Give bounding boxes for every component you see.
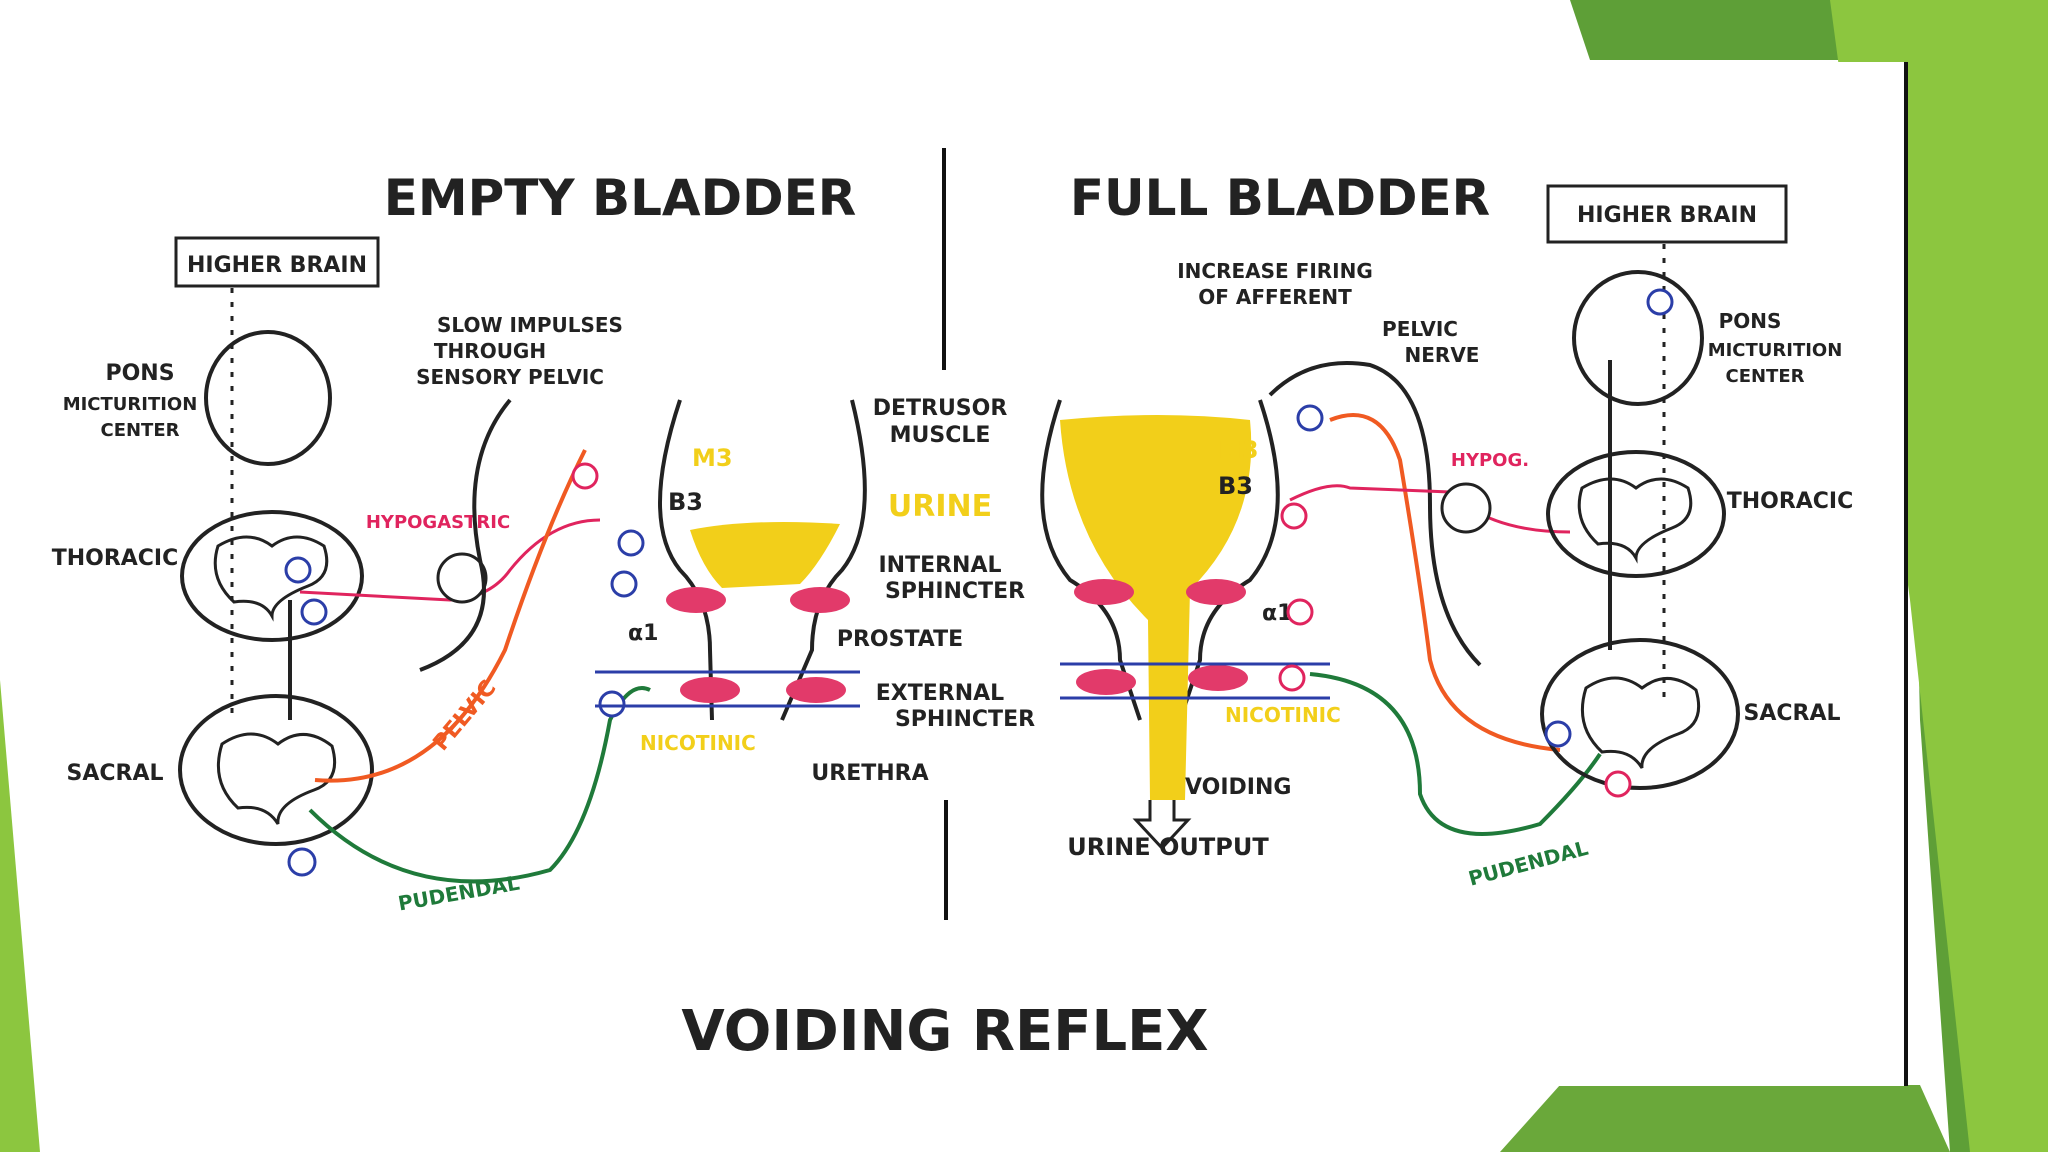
right-internal-sphincter-r xyxy=(1186,579,1246,605)
increase-firing-label-3: PELVIC xyxy=(1382,317,1458,341)
right-pons-plus-icon xyxy=(1646,288,1674,316)
left-pelvic-nerve xyxy=(314,449,587,783)
increase-firing-label-1: INCREASE FIRING xyxy=(1177,259,1373,283)
left-cns: HIGHER BRAIN PONS MICTURITION CENTER THO… xyxy=(52,236,380,877)
left-bladder xyxy=(595,399,867,721)
right-thoracic-label: THORACIC xyxy=(1727,489,1854,514)
right-voiding-arrow-icon xyxy=(1132,800,1192,851)
right-external-sphincter-r xyxy=(1188,665,1248,691)
detrusor-label-1: DETRUSOR xyxy=(873,396,1008,421)
right-external-sphincter-l xyxy=(1076,669,1136,695)
left-pons-label-3: CENTER xyxy=(100,420,179,441)
left-sacral-gray-matter xyxy=(216,732,337,825)
right-cns: HIGHER BRAIN PONS MICTURITION CENTER THO… xyxy=(1540,184,1854,798)
right-sacral-gray-matter xyxy=(1580,676,1701,769)
external-sphincter-label-1: EXTERNAL xyxy=(876,681,1004,706)
left-sacral-label: SACRAL xyxy=(66,761,163,786)
prostate-label: PROSTATE xyxy=(837,627,963,652)
left-thoracic-cord xyxy=(180,510,364,642)
right-internal-sphincter-l xyxy=(1074,579,1134,605)
left-slow-impulses-2: THROUGH xyxy=(434,339,546,363)
right-nerves: INCREASE FIRING OF AFFERENT PELVIC NERVE… xyxy=(1177,259,1602,891)
right-pelvic-nerve xyxy=(1329,413,1561,752)
urethra-label: URETHRA xyxy=(811,761,928,786)
external-sphincter-label-2: SPHINCTER xyxy=(895,707,1035,732)
left-sacral-cord xyxy=(178,694,374,846)
title-full-bladder: FULL BLADDER xyxy=(1070,169,1490,227)
left-internal-sphincter-r xyxy=(790,587,850,613)
right-bladder-wall xyxy=(1040,399,1280,721)
internal-sphincter-label-1: INTERNAL xyxy=(878,553,1001,578)
right-sympathetic-ganglion xyxy=(1440,482,1492,534)
right-higher-brain-box xyxy=(1546,184,1788,244)
detrusor-label-2: MUSCLE xyxy=(890,423,991,448)
urine-label: URINE xyxy=(888,489,992,524)
title-voiding-reflex: VOIDING REFLEX xyxy=(681,999,1208,1064)
right-sacral-minus-icon xyxy=(1604,770,1632,798)
left-sympathetic-ganglion xyxy=(436,552,488,604)
right-higher-brain-label: HIGHER BRAIN xyxy=(1577,203,1757,228)
right-bladder: VOIDING URINE OUTPUT M3 B3 α1 NICOTINIC xyxy=(1040,399,1341,861)
left-external-sphincter-l xyxy=(680,677,740,703)
right-m3-label: M3 xyxy=(1218,436,1259,464)
left-plus-icon-3 xyxy=(598,690,626,718)
left-sensory-pelvic-nerve xyxy=(419,398,512,672)
right-minus-icon-3 xyxy=(1278,664,1306,692)
right-thoracic-cord xyxy=(1546,450,1726,578)
green-edge-left xyxy=(0,680,40,1152)
left-higher-brain-box xyxy=(174,236,380,288)
right-minus-icon-2 xyxy=(1286,598,1314,626)
left-alpha1-label: α1 xyxy=(628,621,658,646)
left-bladder-wall xyxy=(658,399,867,721)
right-sacral-plus-icon xyxy=(1544,720,1572,748)
right-b3-label: B3 xyxy=(1218,472,1253,500)
right-bladder-urine xyxy=(1060,415,1252,800)
increase-firing-label-4: NERVE xyxy=(1405,343,1480,367)
left-plus-icon-2 xyxy=(610,570,638,598)
right-minus-icon-1 xyxy=(1280,502,1308,530)
left-m3-label: M3 xyxy=(692,444,733,472)
increase-firing-label-2: OF AFFERENT xyxy=(1198,285,1352,309)
left-bladder-urine xyxy=(690,522,840,588)
left-hypogastric-label: HYPOGASTRIC xyxy=(366,512,510,533)
left-slow-impulses-3: SENSORY PELVIC xyxy=(416,365,604,389)
left-thoracic-label: THORACIC xyxy=(52,546,179,571)
left-external-sphincter-r xyxy=(786,677,846,703)
internal-sphincter-label-2: SPHINCTER xyxy=(885,579,1025,604)
left-sacral-plus-icon xyxy=(287,847,317,877)
left-minus-icon-1 xyxy=(571,462,599,490)
left-thoracic-plus-icon xyxy=(284,556,312,584)
right-sensory-pelvic-nerve xyxy=(1268,361,1482,667)
left-plus-icon-1 xyxy=(617,529,645,557)
right-pudendal-nerve xyxy=(1309,672,1602,836)
left-pons-label-1: PONS xyxy=(105,361,174,386)
left-thoracic-gray-matter xyxy=(213,535,329,622)
right-pons-label-1: PONS xyxy=(1719,309,1782,333)
title-empty-bladder: EMPTY BLADDER xyxy=(384,169,857,227)
left-b3-label: B3 xyxy=(668,488,703,516)
center-labels: DETRUSOR MUSCLE URINE INTERNAL SPHINCTER… xyxy=(811,396,1035,786)
right-pons-circle xyxy=(1572,270,1704,406)
urine-output-label: URINE OUTPUT xyxy=(1067,833,1269,861)
right-nicotinic-label: NICOTINIC xyxy=(1225,703,1341,727)
drawing-area xyxy=(56,62,1904,1086)
right-thoracic-gray-matter xyxy=(1577,477,1693,564)
left-nicotinic-label: NICOTINIC xyxy=(640,731,756,755)
green-corner-bottom xyxy=(1500,1085,1950,1152)
right-plus-icon-1 xyxy=(1296,404,1324,432)
left-pons-circle xyxy=(204,330,332,466)
right-pons-label-2: MICTURITION xyxy=(1708,340,1843,361)
left-higher-brain-label: HIGHER BRAIN xyxy=(187,253,367,278)
left-internal-sphincter-l xyxy=(666,587,726,613)
left-pons-label-2: MICTURITION xyxy=(63,394,198,415)
left-thoracic-plus-icon-2 xyxy=(300,598,328,626)
voiding-label: VOIDING xyxy=(1185,775,1291,800)
right-sacral-cord xyxy=(1540,638,1740,790)
right-pons-label-3: CENTER xyxy=(1725,366,1804,387)
right-hypogastric-label: HYPOG. xyxy=(1451,450,1529,471)
right-sacral-label: SACRAL xyxy=(1743,701,1840,726)
left-slow-impulses-1: SLOW IMPULSES xyxy=(437,313,623,337)
